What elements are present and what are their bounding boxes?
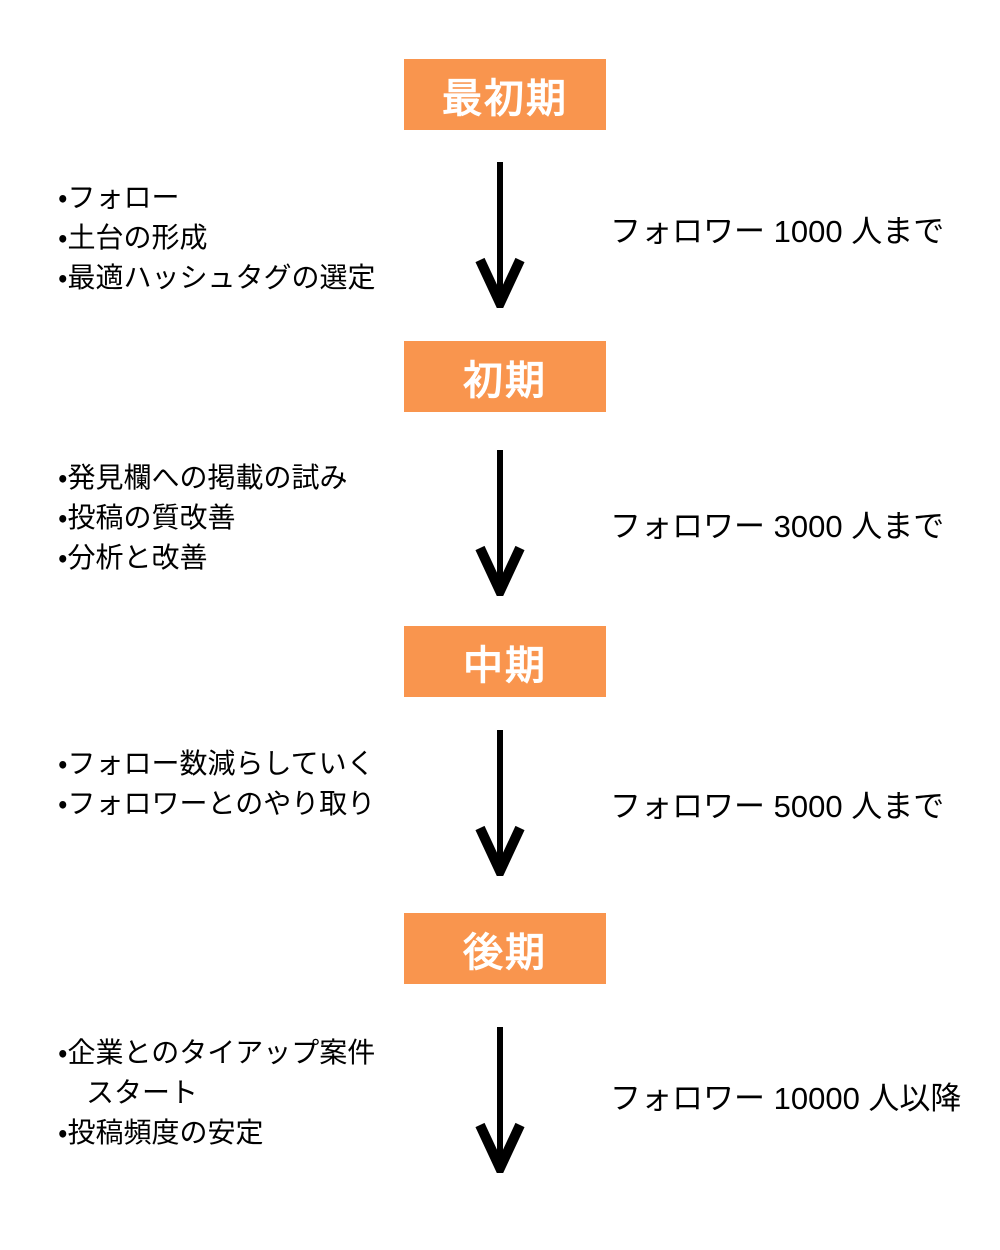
stage-4-task-list: ・企業とのタイアップ案件 スタート ・投稿頻度の安定 [58, 1037, 376, 1148]
stage-1-milestone: フォロワー 1000 人まで [610, 214, 945, 249]
down-arrow-icon [475, 162, 525, 308]
stage-2-milestone: フォロワー 3000 人まで [610, 509, 945, 544]
down-arrow-icon [475, 730, 525, 876]
stage-3-milestone: フォロワー 5000 人まで [610, 789, 945, 824]
stage-box-2: 初期 [404, 341, 606, 412]
stage-2-task-list: ・発見欄への掲載の試み ・投稿の質改善 ・分析と改善 [58, 462, 348, 573]
stage-box-1: 最初期 [404, 59, 606, 130]
stage-1-task-list: ・フォロー ・土台の形成 ・最適ハッシュタグの選定 [58, 182, 376, 293]
down-arrow-icon [475, 450, 525, 596]
stage-box-3: 中期 [404, 626, 606, 697]
down-arrow-icon [475, 1027, 525, 1173]
stage-3-task-list: ・フォロー数減らしていく ・フォロワーとのやり取り [58, 748, 376, 819]
stage-4-milestone: フォロワー 10000 人以降 [610, 1081, 962, 1116]
stage-box-4: 後期 [404, 913, 606, 984]
